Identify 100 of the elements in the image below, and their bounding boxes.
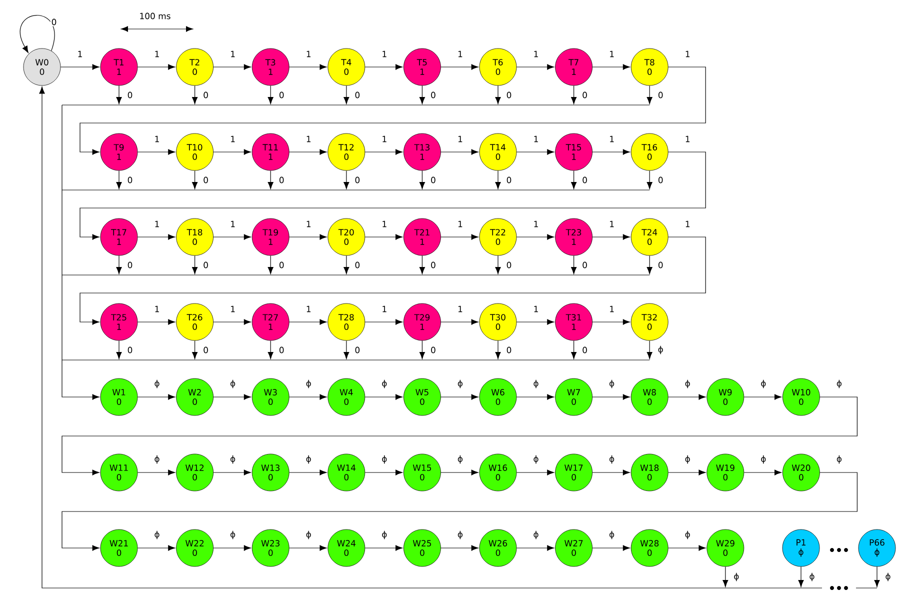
arrow (744, 394, 782, 400)
arrow (364, 470, 403, 476)
edge-label: ϕ (836, 455, 842, 464)
edge-label: 1 (155, 50, 159, 58)
edge-label: 0 (658, 176, 663, 184)
arrow (364, 545, 403, 551)
edge-label: ϕ (306, 455, 311, 464)
edge-label: 0 (506, 92, 512, 98)
edge-label: 0 (431, 176, 436, 184)
edge-label: 0 (582, 92, 587, 98)
arrow (668, 545, 706, 551)
arrow (419, 340, 425, 360)
arrow (60, 64, 100, 70)
edge-label: 0 (582, 346, 587, 354)
edge-label: ϕ (154, 455, 160, 464)
edge-label: 1 (382, 220, 386, 228)
edge-label: 0 (431, 346, 436, 354)
edge-label: 0 (279, 262, 284, 268)
arrow (192, 255, 198, 274)
edge-label: 0 (582, 262, 587, 268)
edge-label: 0 (355, 262, 360, 268)
edge-label: ϕ (458, 380, 462, 388)
edge-label: 0 (52, 18, 56, 26)
arrow (289, 394, 327, 400)
edge-label: ϕ (685, 380, 690, 388)
edge-label: 1 (382, 50, 386, 58)
edge-label: 0 (355, 176, 360, 184)
arrow (116, 170, 122, 190)
arrow (592, 319, 630, 325)
arrow (516, 149, 554, 155)
arrow (668, 470, 706, 476)
edge-label: 0 (506, 176, 512, 184)
edge-label: 1 (231, 50, 235, 58)
arrow (268, 340, 274, 360)
edge-label: ϕ (230, 530, 236, 540)
edge-label: 0 (279, 92, 284, 98)
arrow (571, 340, 577, 360)
edge-label: ϕ (230, 455, 236, 464)
edge-label: 1 (78, 50, 82, 58)
edge-label: ϕ (534, 530, 538, 540)
edge-label: 1 (231, 220, 235, 228)
arrow (137, 394, 176, 400)
edge-label: 0 (128, 92, 132, 98)
edge-label: 0 (204, 176, 208, 184)
edge-label: 0 (431, 262, 436, 268)
arrow (268, 255, 274, 274)
arrow (192, 340, 198, 360)
edge-label: 0 (279, 176, 284, 184)
arrow (668, 394, 706, 400)
arrow (592, 394, 630, 400)
edge-label: ϕ (458, 530, 462, 540)
arrow (62, 396, 858, 476)
arrow (268, 170, 274, 190)
arrow (592, 149, 630, 155)
edge-label: 0 (204, 262, 208, 268)
arrow (137, 545, 176, 551)
arrow (516, 234, 554, 240)
arrow (516, 64, 554, 70)
arrow (289, 470, 327, 476)
edge-label: 0 (658, 92, 663, 98)
arrow (192, 170, 198, 190)
arrow (592, 470, 630, 476)
edge-label: 1 (458, 136, 462, 142)
edge-label: 1 (610, 136, 614, 142)
edge-label: ϕ (306, 530, 311, 540)
arrow (874, 566, 880, 588)
edge-label: 1 (458, 306, 462, 312)
edge-label: 1 (382, 136, 386, 142)
arrow (137, 234, 176, 240)
arrow (646, 255, 652, 274)
edge-label: ϕ (685, 530, 690, 540)
arrow (571, 170, 577, 190)
arrow (62, 104, 650, 400)
edge-label: 1 (610, 306, 614, 312)
arrow (744, 470, 782, 476)
arrow (516, 319, 554, 325)
edge-label: ϕ (886, 572, 890, 582)
arrow (646, 170, 652, 190)
arrow (440, 234, 478, 240)
edge-label: ϕ (382, 455, 387, 464)
edge-label: ϕ (734, 572, 739, 582)
edge-label: 0 (204, 92, 208, 98)
arrow (62, 472, 858, 551)
arrow (137, 470, 176, 476)
arrow (592, 545, 630, 551)
arrow (419, 170, 425, 190)
edge-label: 0 (658, 262, 663, 268)
arrow (592, 234, 630, 240)
arrow (571, 85, 577, 104)
arrow (364, 319, 403, 325)
arrow (137, 319, 176, 325)
edge-label: ϕ (382, 530, 387, 540)
arrow (213, 394, 251, 400)
edge-label: 1 (458, 50, 462, 58)
edge-label: 0 (506, 346, 512, 354)
arrow (419, 85, 425, 104)
arrow (419, 255, 425, 274)
arrow (289, 64, 327, 70)
arrow (289, 319, 327, 325)
edge-label: 1 (155, 136, 159, 142)
